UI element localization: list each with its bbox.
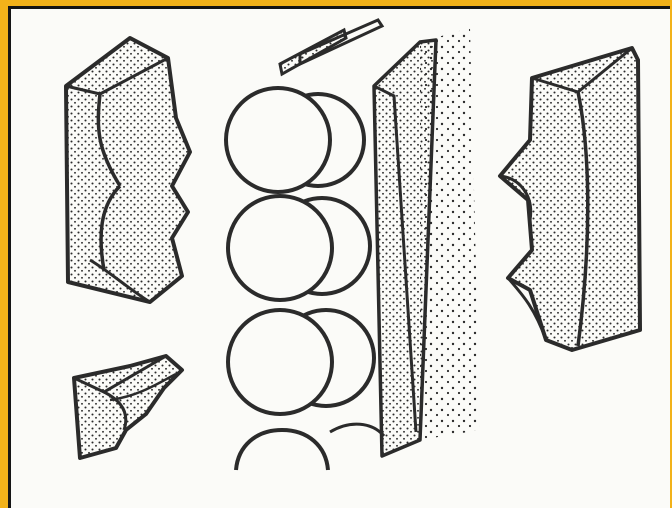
upper-left-block bbox=[66, 38, 190, 302]
central-pipe-stack bbox=[226, 88, 384, 470]
right-block bbox=[500, 48, 640, 350]
lower-left-fragment bbox=[74, 356, 182, 458]
